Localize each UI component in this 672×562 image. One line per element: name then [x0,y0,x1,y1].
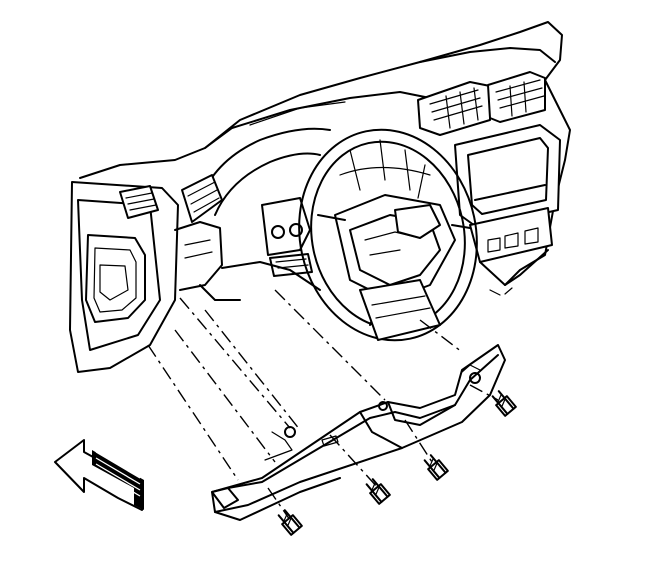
front-direction-arrow-icon [54,439,144,511]
alignment-lines [147,289,499,521]
knee-bolster [211,344,506,521]
bolt-icon [277,509,303,536]
bolt-icon [365,478,391,505]
bolt-icon [491,390,517,417]
bolts [277,390,517,536]
bolt-icon [423,454,449,481]
dashboard [69,21,571,373]
steering-wheel [298,128,478,342]
